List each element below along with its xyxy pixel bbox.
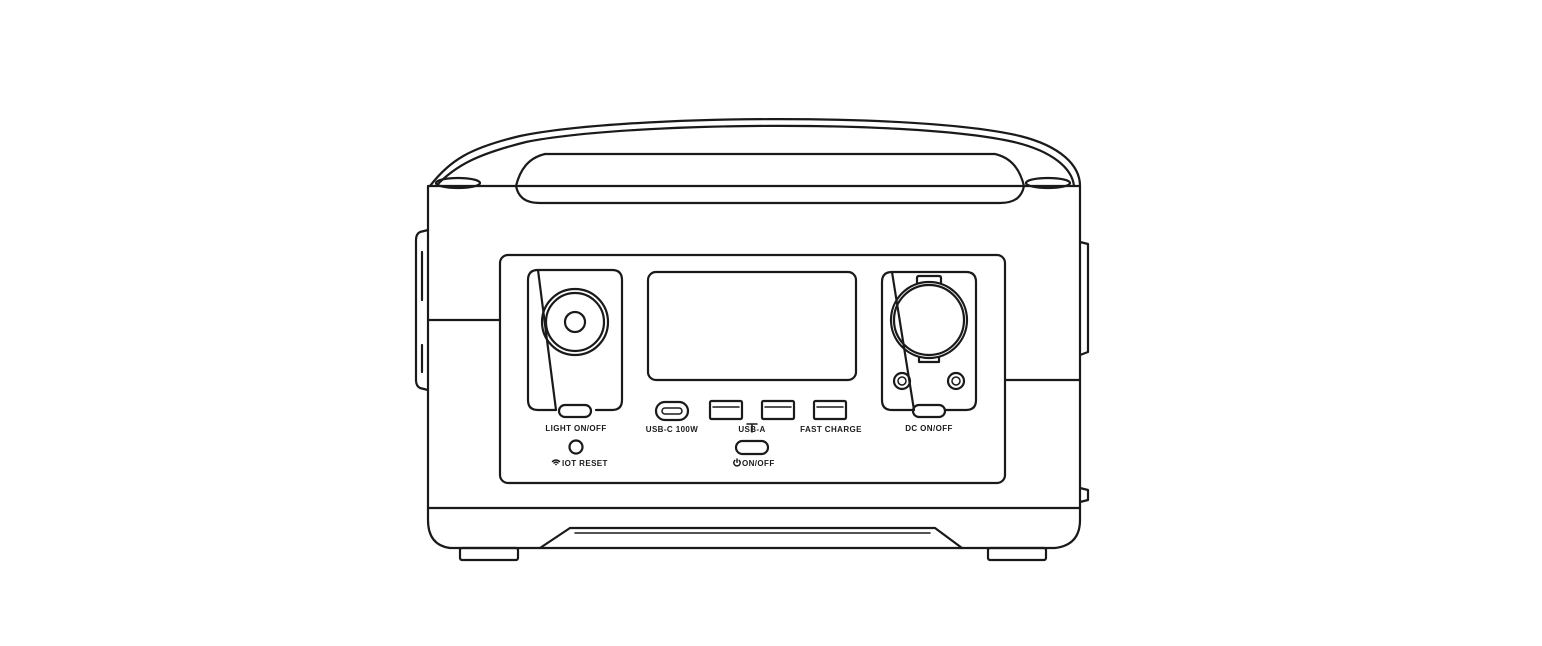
power-button[interactable] xyxy=(734,439,770,456)
dc-port-left[interactable] xyxy=(892,371,912,391)
front-panel: LIGHT ON/OFF IOT RESET USB-C 100W xyxy=(498,253,1007,485)
iot-reset-label: IOT RESET xyxy=(562,459,608,468)
dc-on-off-label: DC ON/OFF xyxy=(905,424,953,433)
device-body xyxy=(414,184,1090,562)
lcd-display xyxy=(646,270,858,382)
light-module: LIGHT ON/OFF IOT RESET xyxy=(526,268,624,468)
usb-a-fast-charge-port[interactable] xyxy=(812,399,848,421)
power-on-off-label: ON/OFF xyxy=(742,459,775,468)
fast-charge-label: FAST CHARGE xyxy=(800,425,862,434)
dc-module: DC ON/OFF xyxy=(880,270,978,433)
usb-a-port-2[interactable] xyxy=(760,399,796,421)
usb-c-label: USB-C 100W xyxy=(646,425,699,434)
carry-handle xyxy=(428,118,1082,205)
iot-reset-button[interactable] xyxy=(568,439,584,455)
wifi-icon xyxy=(551,459,561,466)
car-outlet-socket[interactable] xyxy=(889,280,969,360)
usb-a-label: USB-A xyxy=(738,425,765,434)
led-light-lens xyxy=(540,287,610,357)
light-button[interactable] xyxy=(557,403,593,419)
dc-port-right[interactable] xyxy=(946,371,966,391)
power-icon xyxy=(733,458,741,467)
usb-c-port[interactable] xyxy=(654,400,690,422)
usb-a-port-1[interactable] xyxy=(708,399,744,421)
usb-a-bracket xyxy=(746,423,758,433)
dc-button[interactable] xyxy=(911,403,947,419)
light-on-off-label: LIGHT ON/OFF xyxy=(545,424,606,433)
